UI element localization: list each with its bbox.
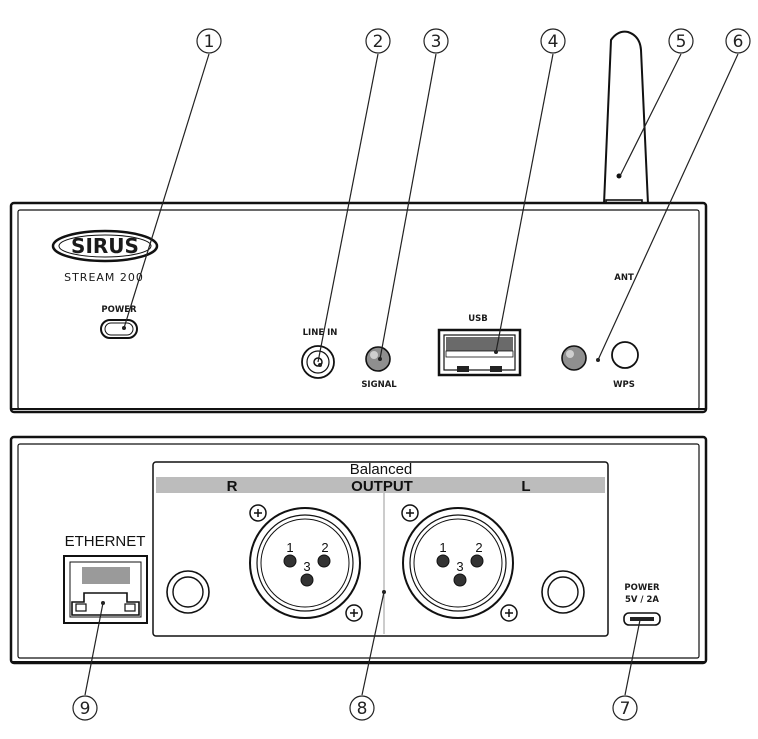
xlr-left-screw-top xyxy=(401,504,419,522)
callout-3: 3 xyxy=(431,32,442,52)
balanced-label: Balanced xyxy=(350,461,413,478)
callouts xyxy=(84,53,739,696)
xlr-left-pin-1: 1 xyxy=(439,540,446,555)
xlr-right-pin-1: 1 xyxy=(286,540,293,555)
xlr-output-left[interactable]: 1 2 3 xyxy=(401,504,518,622)
antenna-label: ANT xyxy=(614,273,634,283)
model-name: STREAM 200 xyxy=(64,271,144,284)
xlr-output-right[interactable]: 1 2 3 xyxy=(249,504,363,622)
xlr-left-pin-3: 3 xyxy=(456,559,463,574)
left-channel-label: L xyxy=(521,478,530,495)
output-label: OUTPUT xyxy=(351,478,413,495)
wps-label: WPS xyxy=(613,380,635,390)
callout-5: 5 xyxy=(676,32,687,52)
callout-2: 2 xyxy=(373,32,384,52)
ethernet-label: ETHERNET xyxy=(65,533,146,550)
rear-power-label: POWER xyxy=(624,583,660,593)
power-button-label: POWER xyxy=(101,305,137,315)
sirus-logo: SIRUS xyxy=(51,229,159,263)
callout-6: 6 xyxy=(733,32,744,52)
ethernet-port[interactable] xyxy=(63,555,148,624)
callout-7: 7 xyxy=(620,699,631,719)
front-panel: SIRUS STREAM 200 POWER LINE IN SIGNAL US… xyxy=(9,30,708,414)
xlr-left-screw-bottom xyxy=(500,604,518,622)
callout-8: 8 xyxy=(357,699,368,719)
signal-label: SIGNAL xyxy=(361,380,397,390)
xlr-left-pin-2: 2 xyxy=(475,540,482,555)
callout-4: 4 xyxy=(548,32,559,52)
right-channel-label: R xyxy=(227,478,238,495)
power-button[interactable] xyxy=(100,319,138,339)
xlr-right-pin-2: 2 xyxy=(321,540,328,555)
callout-markers xyxy=(72,28,751,721)
callout-1: 1 xyxy=(204,32,215,52)
wps-button[interactable] xyxy=(611,341,639,369)
line-in-label: LINE IN xyxy=(303,328,338,338)
usb-port[interactable] xyxy=(437,328,522,377)
xlr-right-screw-bottom xyxy=(345,604,363,622)
xlr-right-screw-top xyxy=(249,504,267,522)
callout-9: 9 xyxy=(80,699,91,719)
wps-led xyxy=(561,345,587,371)
usb-label: USB xyxy=(468,314,488,324)
rear-panel: ETHERNET Balanced OUTPUT R L xyxy=(9,435,708,665)
xlr-right-pin-3: 3 xyxy=(303,559,310,574)
brand-name: SIRUS xyxy=(71,234,139,258)
power-rating-label: 5V / 2A xyxy=(625,595,659,605)
